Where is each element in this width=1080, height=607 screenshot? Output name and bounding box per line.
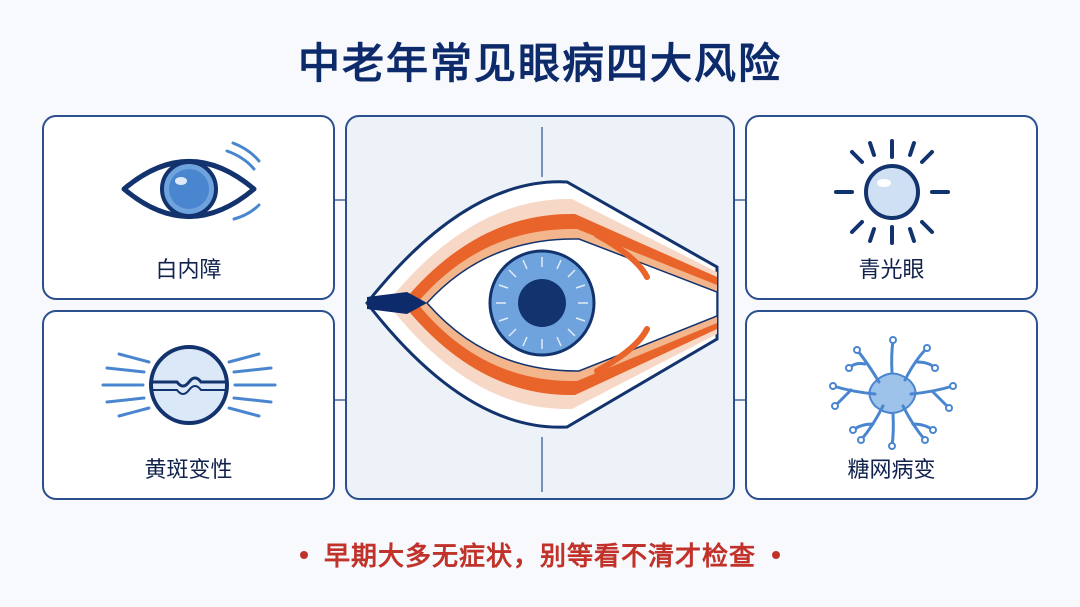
eye-anatomy-panel (345, 115, 735, 500)
macula-icon (101, 345, 276, 425)
vessel-network-icon (828, 336, 957, 450)
card-cataract[interactable]: 白内障 (42, 115, 335, 300)
label-diabetic: 糖网病变 (847, 458, 936, 483)
bullet-dot-icon (299, 550, 308, 559)
card-macular[interactable]: 黄斑变性 (42, 310, 335, 500)
footer-warning: 早期大多无症状，别等看不清才检查 (0, 536, 1080, 573)
footer-text: 早期大多无症状，别等看不清才检查 (323, 542, 756, 572)
eye-cross-section (365, 127, 719, 492)
card-diabetic[interactable]: 糖网病变 (745, 310, 1038, 500)
page-title: 中老年常见眼病四大风险 (297, 39, 782, 88)
label-macular: 黄斑变性 (144, 458, 233, 483)
card-glaucoma[interactable]: 青光眼 (745, 115, 1038, 300)
sun-pressure-icon (833, 139, 950, 245)
label-glaucoma: 青光眼 (858, 258, 925, 283)
eye-icon (121, 141, 260, 221)
bullet-dot-icon (772, 550, 780, 559)
label-cataract: 白内障 (155, 258, 222, 283)
